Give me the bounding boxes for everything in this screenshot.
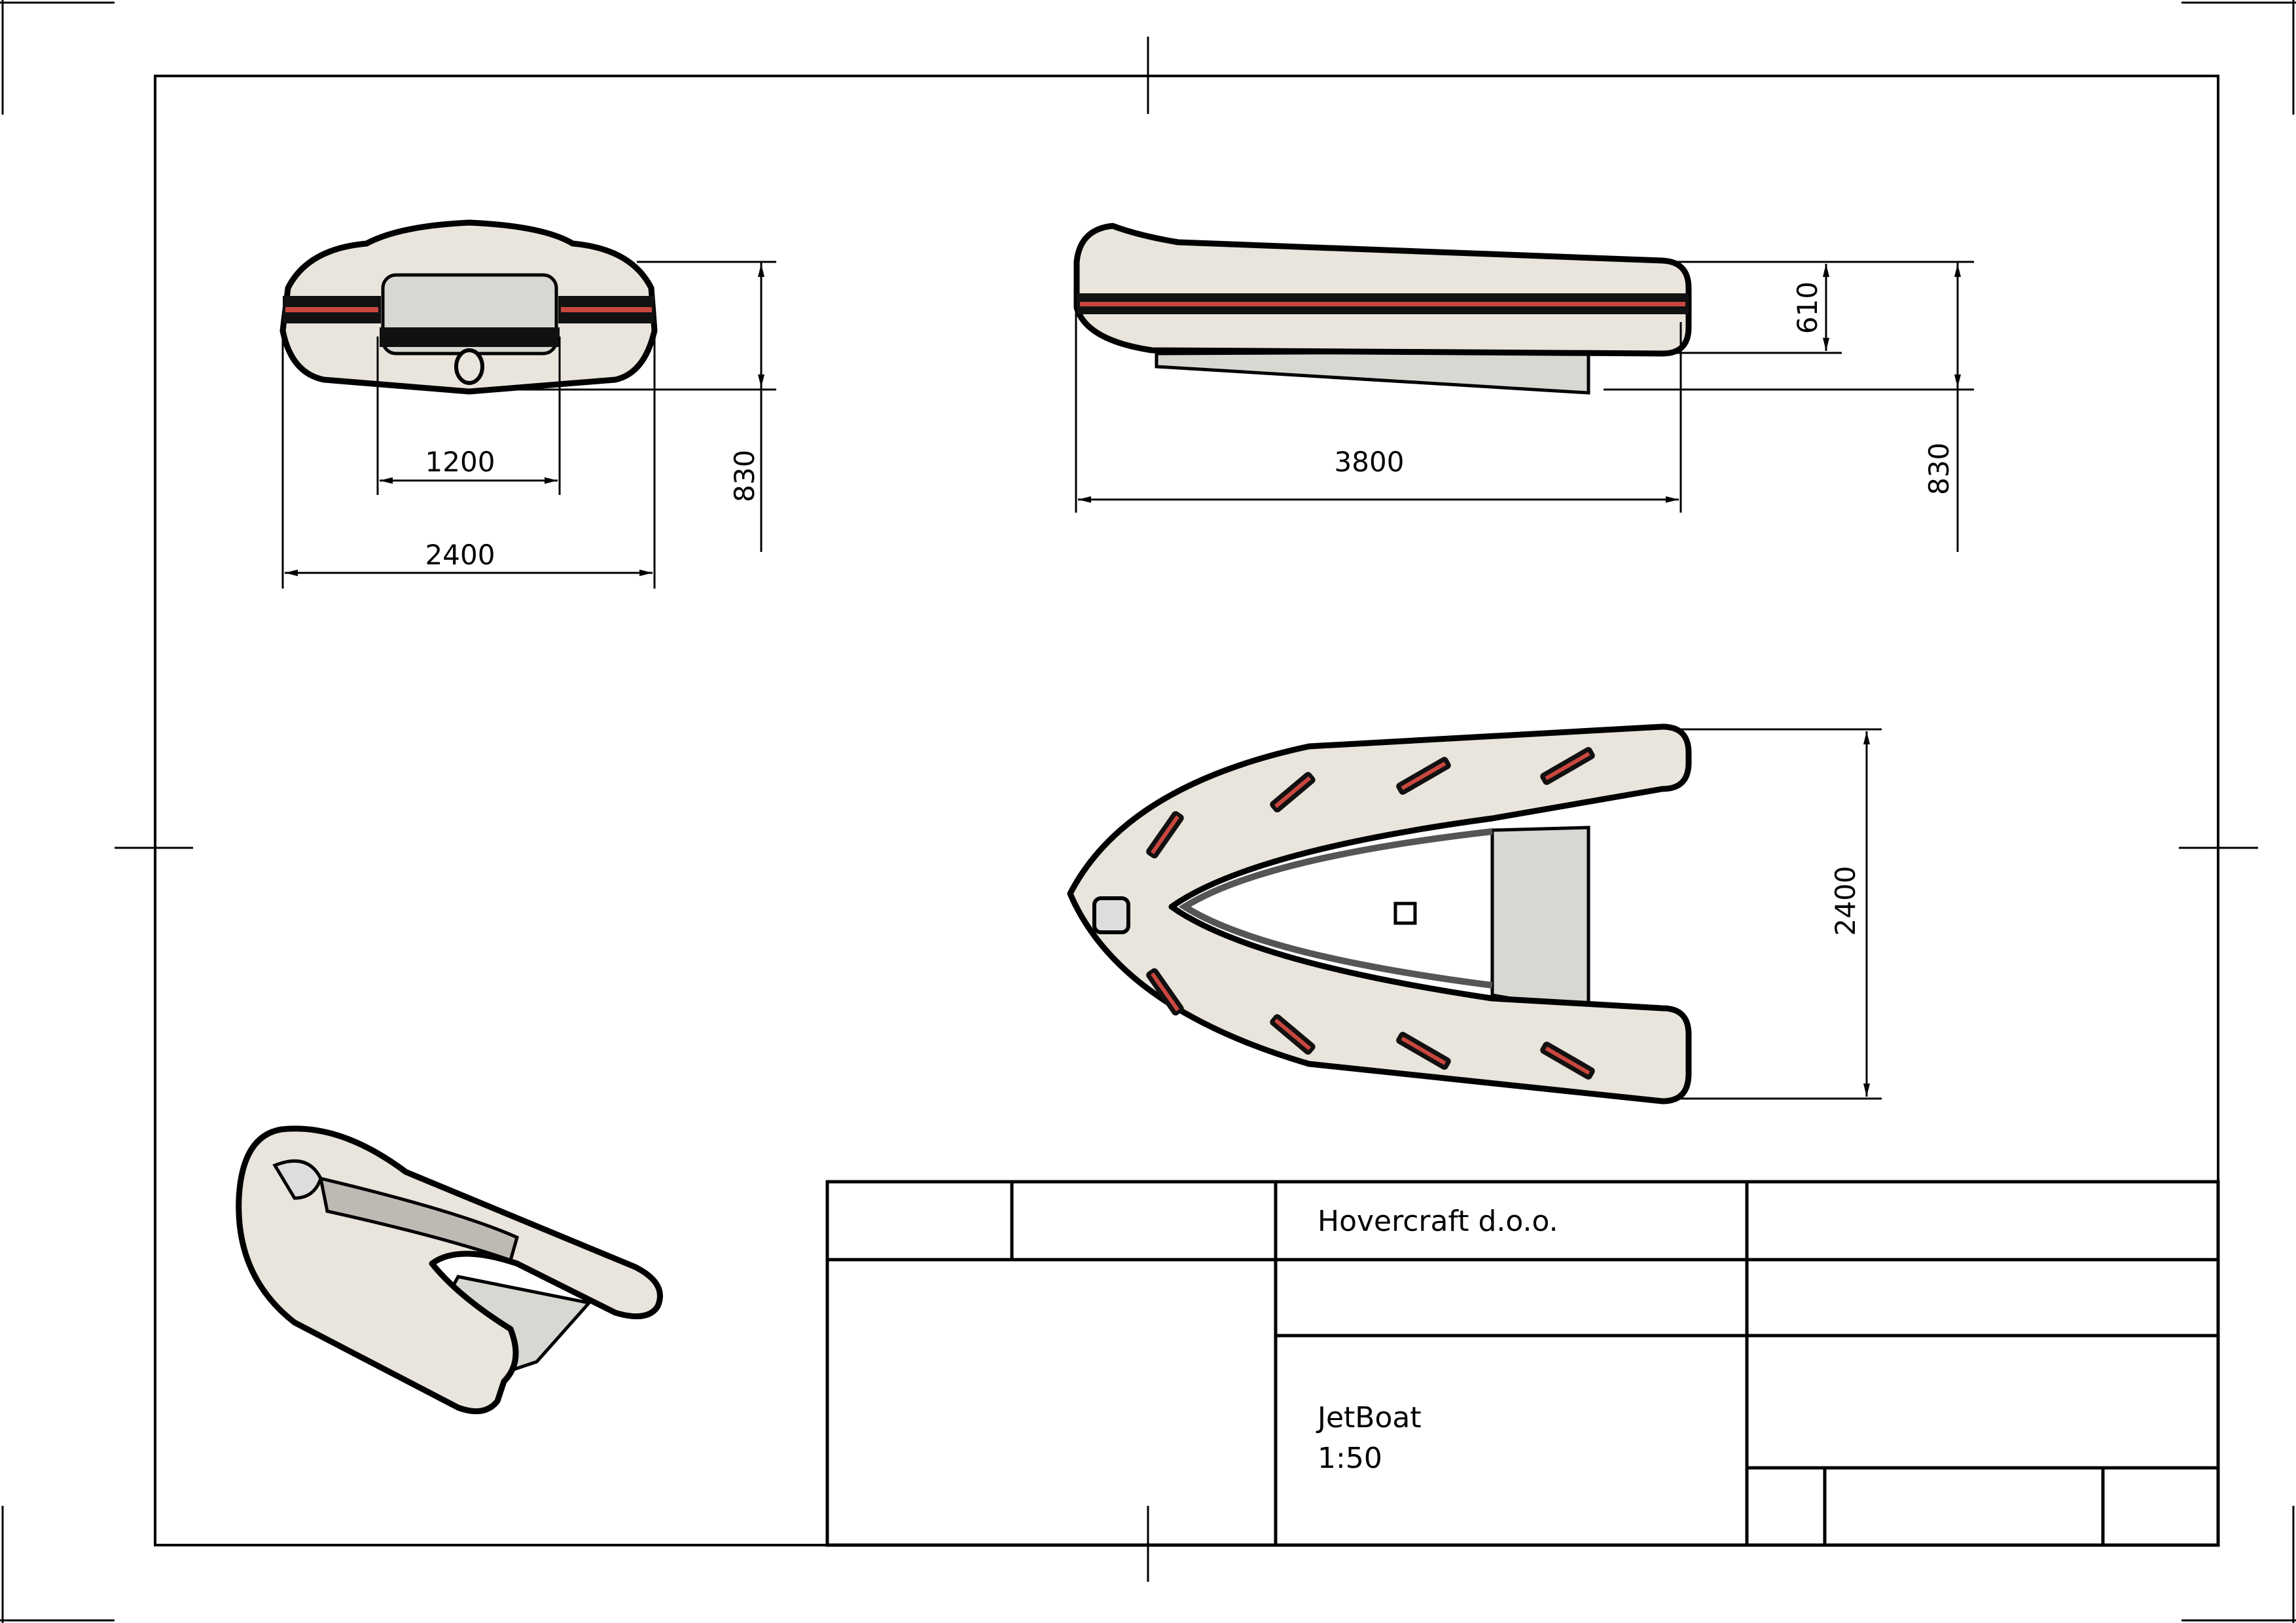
side-view-hull	[1155, 350, 1590, 395]
drawing-scale: 1:50	[1318, 1442, 1382, 1475]
top-view-tube	[1067, 723, 1692, 1104]
dim-label-total-width: 2400	[425, 539, 495, 571]
top-view: 2400	[1067, 723, 1882, 1104]
company-name: Hovercraft d.o.o.	[1318, 1205, 1558, 1238]
dim-label-height-side: 830	[1923, 443, 1955, 495]
side-view-tube	[1073, 223, 1692, 357]
top-view-floor	[1490, 826, 1590, 1013]
title-block: Hovercraft d.o.o. JetBoat 1:50	[825, 1180, 2220, 1547]
dim-label-height: 830	[728, 450, 761, 502]
dim-label-inner-width: 1200	[425, 446, 495, 478]
dim-label-width-top: 2400	[1829, 866, 1861, 936]
front-view: 1200 2400 830	[279, 219, 776, 589]
top-view-handles	[1146, 747, 1595, 1080]
drawing-name: JetBoat	[1316, 1401, 1422, 1434]
dim-label-tube-height: 610	[1791, 282, 1823, 334]
isometric-view	[236, 1125, 663, 1415]
side-view: 3800 610 830	[1073, 223, 1974, 552]
dim-label-length: 3800	[1335, 446, 1405, 478]
